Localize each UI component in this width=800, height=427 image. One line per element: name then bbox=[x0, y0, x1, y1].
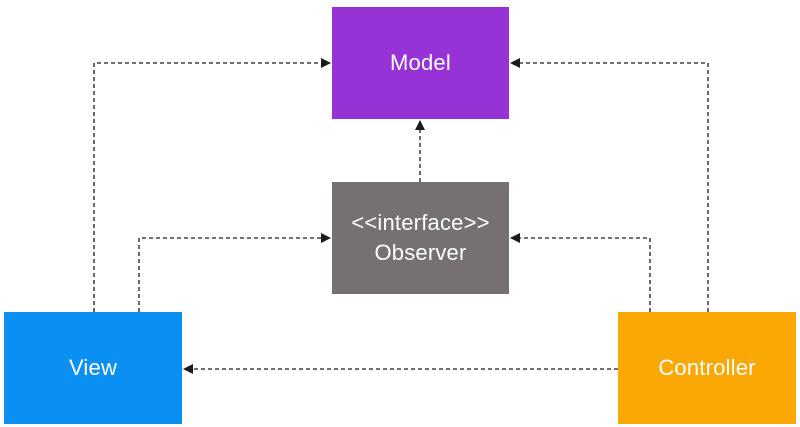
observer-label: Observer bbox=[374, 240, 467, 265]
controller-label: Controller bbox=[658, 355, 756, 380]
model-box: Model bbox=[332, 7, 509, 119]
edge-view-to-observer bbox=[138, 233, 331, 312]
observer-stereotype-label: <<interface>> bbox=[351, 210, 490, 235]
view-box: View bbox=[4, 312, 182, 424]
view-label: View bbox=[68, 355, 118, 380]
edge-controller-to-model bbox=[510, 58, 709, 312]
controller-box: Controller bbox=[618, 312, 796, 424]
model-label: Model bbox=[390, 50, 451, 75]
edge-view-to-model bbox=[93, 58, 331, 312]
observer-interface-box: <<interface>> Observer bbox=[332, 182, 509, 294]
edge-controller-to-observer bbox=[510, 233, 651, 312]
